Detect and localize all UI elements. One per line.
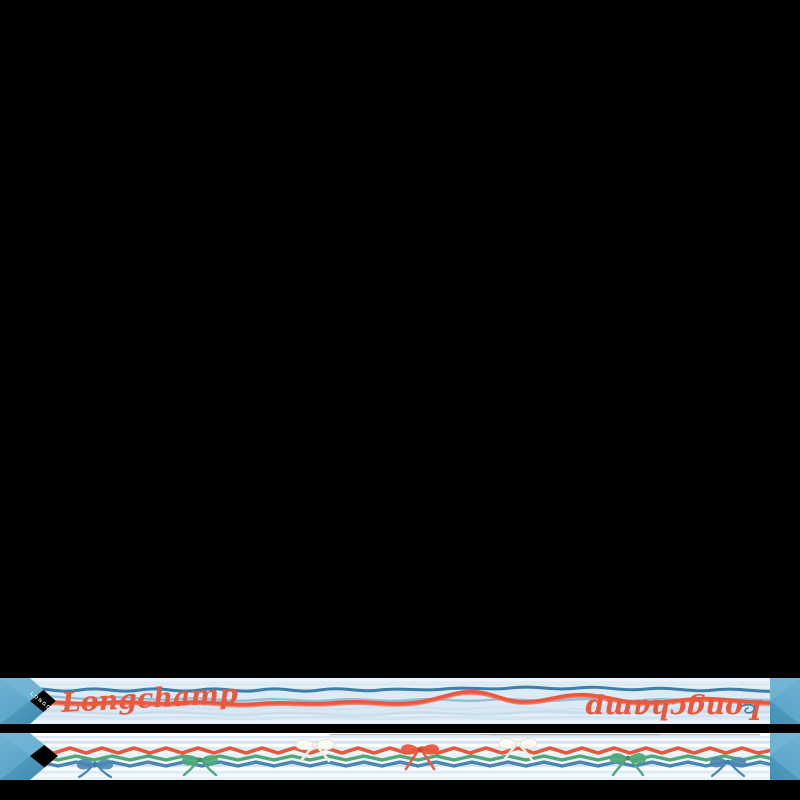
bow-blue-1: [76, 759, 114, 779]
top-pinstripe-grey: [490, 734, 760, 736]
lower-band-content: [30, 733, 770, 780]
upper-coral-wave: [30, 689, 770, 707]
ric-rac-green: [30, 754, 770, 762]
bow-green-2: [609, 753, 647, 777]
bow-coral-1: [400, 744, 440, 771]
bow-green-1: [181, 755, 219, 777]
ric-rac-blue: [30, 760, 770, 768]
bow-white-1: [295, 738, 335, 763]
bow-blue-2: [709, 757, 747, 778]
bow-white-2: [498, 737, 538, 762]
right-script-flourish: [741, 703, 756, 714]
right-longchamp-script: Longchamp: [585, 693, 763, 724]
lower-band-group: [0, 733, 800, 780]
upper-blue-wave-main: [30, 685, 770, 693]
ric-rac-coral: [30, 746, 770, 755]
upper-band-group: LONGCHAMP LONGCHAMP: [0, 677, 800, 725]
upper-blue-wave-secondary: [30, 694, 770, 703]
